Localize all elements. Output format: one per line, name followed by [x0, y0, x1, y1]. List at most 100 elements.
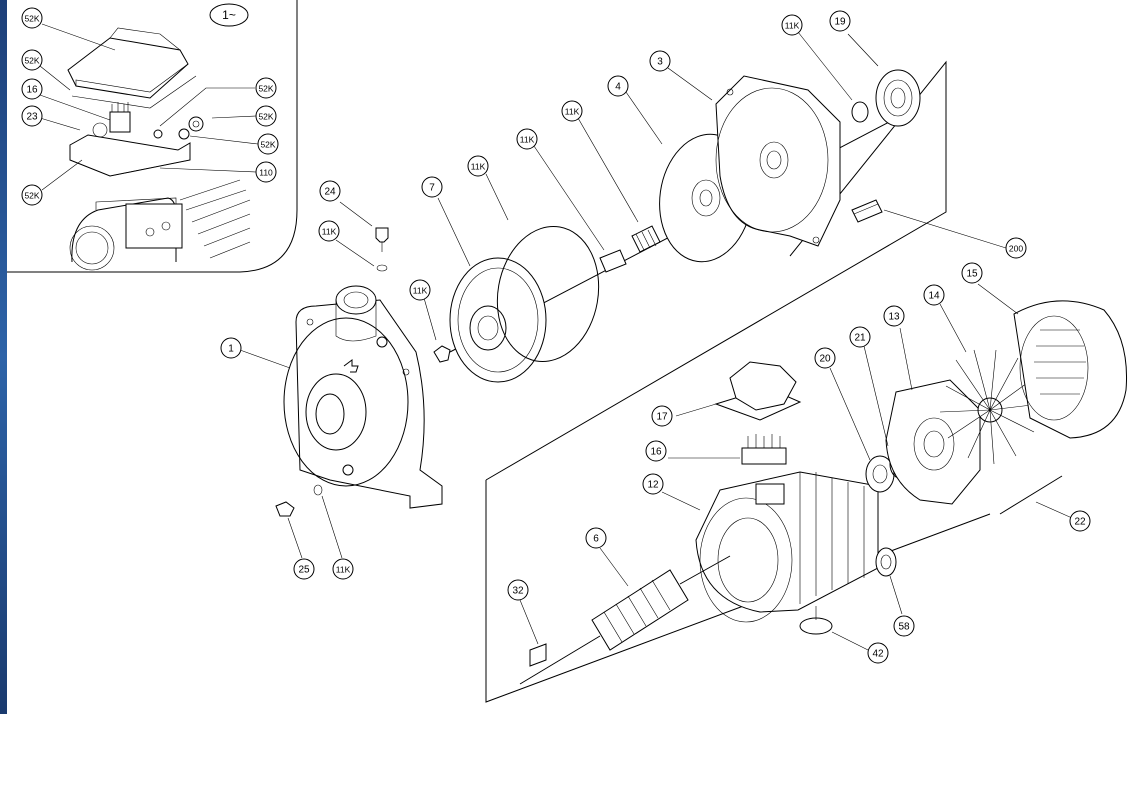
callout-circle — [923, 284, 945, 306]
callout-label: 11K — [520, 135, 535, 145]
motor-bracket — [715, 75, 841, 247]
callout-circle — [849, 326, 871, 348]
callout-label: 11K — [565, 107, 580, 117]
callout-label: 1 — [228, 344, 234, 355]
callout-circle — [255, 77, 277, 99]
callout-circle — [21, 49, 43, 71]
main-leader-lines — [239, 31, 1073, 651]
tie-rod-22 — [999, 475, 1063, 515]
callout-label: 23 — [26, 112, 38, 123]
callout-22: 22 — [1069, 510, 1091, 532]
washer-11k-top — [376, 264, 388, 272]
callout-label: 16 — [26, 85, 38, 96]
foot-42 — [799, 606, 833, 635]
callout-circle — [21, 7, 43, 29]
callout-label: 16 — [650, 447, 662, 458]
callout-label: 22 — [1074, 517, 1086, 528]
callout-label: 20 — [819, 354, 831, 365]
callout-label: 52K — [24, 14, 39, 24]
callout-52k-f: 52K — [21, 184, 43, 206]
callout-circle — [585, 527, 607, 549]
callout-label: 13 — [888, 312, 900, 323]
pump-head-frame — [485, 60, 947, 481]
callout-label: 17 — [656, 412, 668, 423]
callout-circle — [867, 642, 889, 664]
callout-label: 3 — [657, 57, 663, 68]
callout-circle — [645, 440, 667, 462]
callout-label: 42 — [872, 649, 884, 660]
shaft-sleeve — [599, 249, 627, 273]
phase-badge: 1~ — [222, 8, 236, 22]
callout-circle — [507, 579, 529, 601]
end-shield-13 — [885, 379, 981, 505]
callout-circle — [255, 161, 277, 183]
callout-4: 4 — [607, 75, 629, 97]
bearing-19 — [875, 69, 921, 127]
callout-circle — [829, 10, 851, 32]
callout-11k-g: 11K — [332, 558, 354, 580]
stud-200 — [851, 199, 883, 223]
callout-label: 58 — [898, 622, 910, 633]
callout-label: 11K — [413, 286, 428, 296]
callout-52k-e: 52K — [257, 133, 279, 155]
callout-3: 3 — [649, 50, 671, 72]
plug-25 — [275, 501, 295, 517]
callout-label: 25 — [298, 565, 310, 576]
pump-housing — [283, 285, 443, 509]
callout-circle — [220, 337, 242, 359]
callout-label: 4 — [615, 82, 621, 93]
stator-housing — [695, 471, 879, 623]
rotor-6 — [519, 555, 731, 685]
callout-circle — [1069, 510, 1091, 532]
callout-circle — [893, 615, 915, 637]
callout-circle — [255, 105, 277, 127]
bearing-20 — [865, 455, 895, 493]
terminal-cover-17 — [714, 361, 802, 421]
callout-label: 11K — [322, 227, 337, 237]
callout-label: 11K — [785, 21, 800, 31]
callout-58: 58 — [893, 615, 915, 637]
callout-label: 200 — [1009, 244, 1023, 254]
callout-circle — [21, 184, 43, 206]
callout-52k-a: 52K — [21, 7, 43, 29]
inset-leader-lines — [39, 23, 259, 191]
callout-23: 23 — [21, 105, 43, 127]
fan-cover-15 — [1013, 300, 1127, 439]
callout-6: 6 — [585, 527, 607, 549]
callout-1: 1 — [220, 337, 242, 359]
plug-24 — [375, 227, 389, 252]
callout-15: 15 — [961, 262, 983, 284]
callout-circle — [961, 262, 983, 284]
callout-label: 24 — [324, 187, 336, 198]
callout-circle — [607, 75, 629, 97]
key-32 — [529, 643, 547, 667]
callout-21: 21 — [849, 326, 871, 348]
callout-circle — [467, 155, 489, 177]
callout-circle — [409, 279, 431, 301]
terminal-box-base — [69, 102, 204, 177]
callout-label: 14 — [928, 291, 940, 302]
callout-52k-c: 52K — [255, 77, 277, 99]
callout-label: 21 — [854, 333, 866, 344]
callout-24: 24 — [319, 180, 341, 202]
callout-14: 14 — [923, 284, 945, 306]
background-edge-strip — [0, 0, 7, 714]
callout-11k-f: 11K — [409, 279, 431, 301]
callout-16: 16 — [645, 440, 667, 462]
fan-14 — [939, 349, 1041, 465]
callout-110: 110 — [255, 161, 277, 183]
callout-circle — [332, 558, 354, 580]
callout-52k-b: 52K — [21, 49, 43, 71]
callout-200: 200 — [1005, 237, 1027, 259]
callout-20: 20 — [814, 347, 836, 369]
callout-label: 12 — [647, 480, 659, 491]
callout-11k-c: 11K — [516, 128, 538, 150]
callout-label: 6 — [593, 534, 599, 545]
terminal-block-16 — [741, 434, 787, 465]
callout-7: 7 — [421, 176, 443, 198]
terminal-box-cover — [67, 27, 197, 109]
callout-circle — [651, 405, 673, 427]
callout-circle — [649, 50, 671, 72]
